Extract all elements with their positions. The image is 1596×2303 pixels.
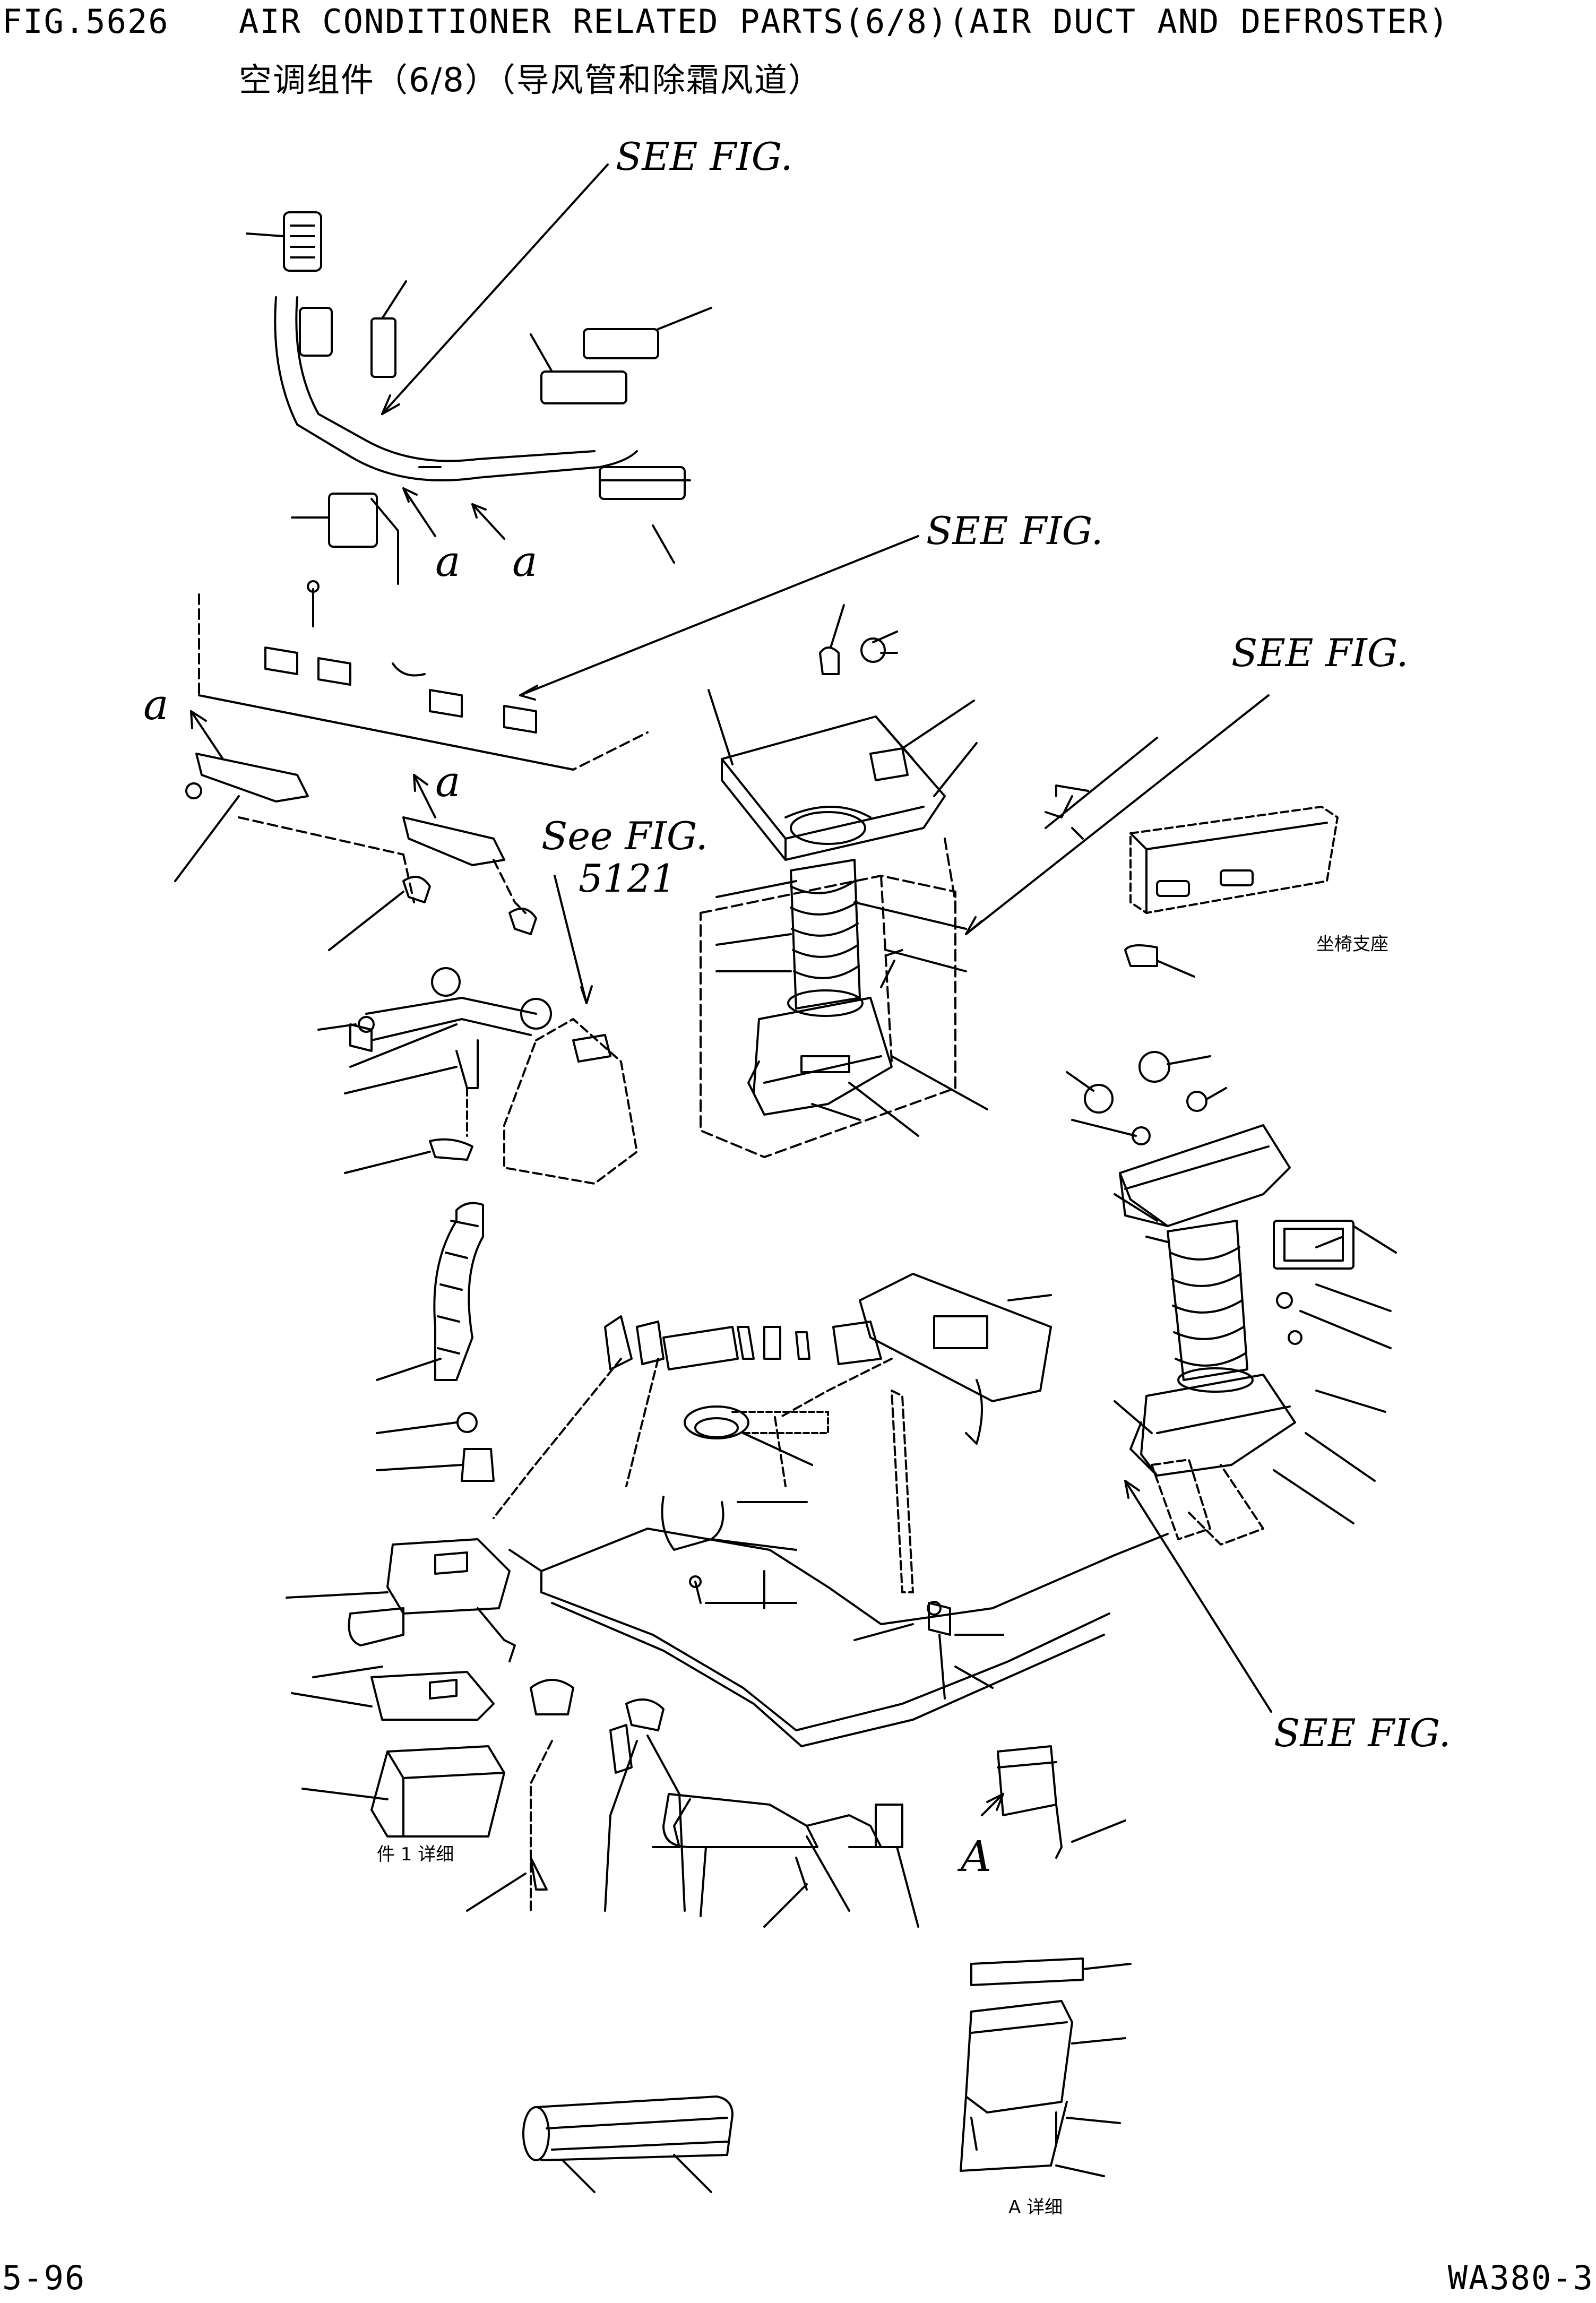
see-fig-callout-2: SEE FIG. (926, 508, 1103, 553)
center-blower-duct-group (700, 604, 988, 1158)
label-a-2: a (512, 537, 538, 586)
figure-number: FIG.5626 (2, 2, 169, 41)
detail-a-label: A 详细 (1008, 2197, 1063, 2218)
label-a-1: a (435, 537, 461, 586)
model-number: WA380-3 (1447, 2258, 1594, 2297)
label-a-4: a (435, 757, 461, 806)
figure-title-english: AIR CONDITIONER RELATED PARTS(6/8)(AIR D… (239, 2, 1450, 41)
detail-a-group (960, 1745, 1132, 2177)
detail-1-label: 件 1 详细 (377, 1844, 454, 1865)
seat-support-label: 坐椅支座 (1316, 934, 1388, 955)
see-fig-callout-1: SEE FIG. (616, 134, 793, 179)
figure-title-chinese: 空调组件（6/8）（导风管和除霜风道） (239, 61, 822, 99)
right-duct-group (1066, 1051, 1397, 1546)
mounting-bracket-group (174, 580, 649, 1482)
seat-support-group (1124, 806, 1339, 978)
tubes-group (522, 2095, 734, 2193)
lower-duct-frame-group (466, 1273, 1169, 1928)
see-fig-5121-number: 5121 (579, 856, 676, 901)
see-fig-callout-3: SEE FIG. (1231, 631, 1409, 675)
label-view-A: A (957, 1832, 991, 1881)
detail-1-group (286, 1538, 516, 1838)
page-number: 5-96 (2, 2258, 86, 2297)
label-a-3: a (143, 680, 169, 729)
see-fig-callout-4: SEE FIG. (1274, 1711, 1451, 1755)
see-fig-leader-1 (381, 163, 609, 415)
see-fig-5121-callout: See FIG. (541, 814, 708, 858)
defroster-duct-group (246, 211, 712, 585)
